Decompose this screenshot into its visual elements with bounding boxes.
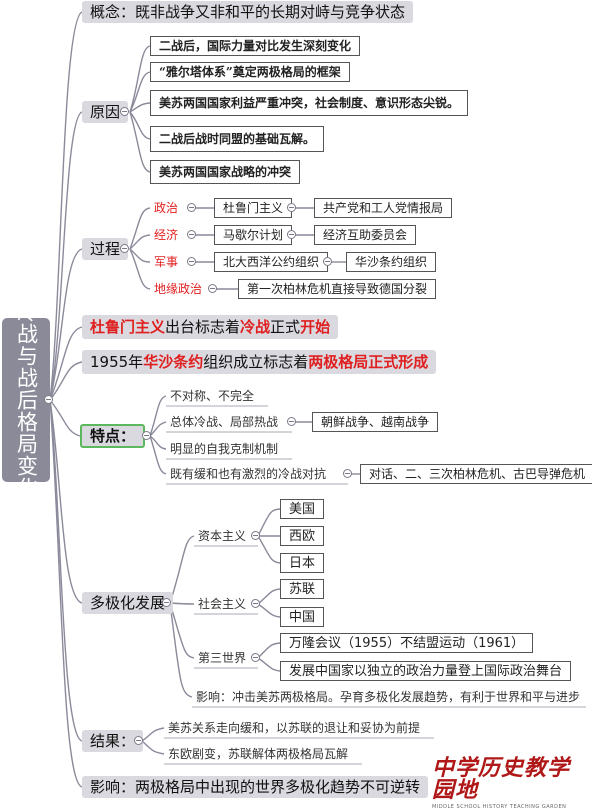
result-item[interactable]: 东欧剧变，苏联解体两极格局瓦解 [168, 747, 349, 761]
multipolar-impact[interactable]: 影响：冲击美苏两极格局。孕育多极化发展趋势，有利于世界和平与进步 [196, 690, 581, 704]
highlight-text: 两极格局正式形成 [308, 352, 429, 371]
third-world-item[interactable]: 发展中国家以独立的政治力量登上国际政治舞台 [280, 661, 572, 681]
feature-sub-item[interactable]: 朝鲜战争、越南战争 [312, 412, 439, 432]
process-item-nato[interactable]: 北大西洋公约组织 [214, 252, 329, 272]
multipolar-node[interactable]: 多极化发展 [82, 592, 174, 614]
cause-item[interactable]: 二战后战时同盟的基础瓦解。 [150, 126, 325, 152]
capitalism-label[interactable]: 资本主义 [198, 529, 247, 543]
process-item-berlin[interactable]: 第一次柏林危机直接导致德国分裂 [238, 279, 437, 299]
socialism-label[interactable]: 社会主义 [198, 597, 247, 611]
feature-sub-item[interactable]: 对话、二、三次柏林危机、古巴导弹危机 [360, 464, 592, 484]
highlight-text: 华沙条约 [143, 352, 204, 371]
process-category-military[interactable]: 军事 [154, 255, 179, 269]
feature-item[interactable]: 总体冷战、局部热战 [170, 415, 279, 429]
result-collapse-toggle[interactable] [134, 736, 143, 745]
collapse-toggle[interactable] [208, 284, 217, 293]
result-node[interactable]: 结果： [82, 730, 144, 752]
multipolar-collapse-toggle[interactable] [162, 598, 171, 607]
logo-subtitle: MIDDLE SCHOOL HISTORY TEACHING GARDEN [432, 804, 567, 810]
collapse-toggle[interactable] [187, 203, 196, 212]
third-world-label[interactable]: 第三世界 [198, 651, 247, 665]
text: 组织成立标志着 [203, 352, 309, 371]
features-node[interactable]: 特点： [80, 424, 146, 448]
text: 1955年 [90, 352, 144, 371]
process-item-comecon[interactable]: 经济互助委员会 [314, 225, 417, 245]
truman-doctrine-node[interactable]: 杜鲁门主义出台标志着冷战正式开始 [82, 315, 339, 339]
process-category-politics[interactable]: 政治 [154, 201, 179, 215]
result-item[interactable]: 美苏关系走向缓和，以苏联的退让和妥协为前提 [168, 721, 421, 735]
bloc-item-japan[interactable]: 日本 [280, 553, 325, 573]
root-topic[interactable]: 冷战与战后格局变化 [2, 301, 50, 499]
collapse-toggle[interactable] [287, 203, 296, 212]
text: 出台标志着 [165, 317, 241, 336]
concept-node[interactable]: 概念：既非战争又非和平的长期对峙与竞争状态 [82, 1, 414, 23]
causes-node[interactable]: 原因 [82, 101, 129, 123]
process-node[interactable]: 过程 [82, 238, 129, 260]
logo-title: 中学历史教学园地 [432, 755, 571, 803]
process-category-economy[interactable]: 经济 [154, 228, 179, 242]
bloc-item-western-europe[interactable]: 西欧 [280, 526, 325, 546]
cause-item[interactable]: 美苏两国国家战略的冲突 [150, 160, 301, 184]
site-logo: 中学历史教学园地 MIDDLE SCHOOL HISTORY TEACHING … [432, 755, 592, 810]
cause-item[interactable]: “雅尔塔体系”奠定两极格局的框架 [150, 62, 350, 82]
bloc-item-ussr[interactable]: 苏联 [280, 579, 325, 599]
process-category-geopolitics[interactable]: 地缘政治 [154, 282, 203, 296]
bloc-item-usa[interactable]: 美国 [280, 499, 325, 519]
highlight-text: 冷战 [240, 317, 271, 336]
root-collapse-toggle[interactable] [44, 395, 53, 404]
bloc-item-china[interactable]: 中国 [280, 607, 325, 627]
collapse-toggle[interactable] [187, 257, 196, 266]
third-world-item[interactable]: 万隆会议（1955）不结盟运动（1961） [280, 633, 534, 653]
collapse-toggle[interactable] [343, 469, 352, 478]
collapse-toggle[interactable] [287, 230, 296, 239]
collapse-toggle[interactable] [251, 599, 260, 608]
warsaw-pact-node[interactable]: 1955年华沙条约组织成立标志着两极格局正式形成 [82, 350, 437, 374]
feature-item[interactable]: 既有缓和也有激烈的冷战对抗 [170, 467, 327, 481]
highlight-text: 杜鲁门主义 [90, 317, 166, 336]
collapse-toggle[interactable] [251, 531, 260, 540]
cause-item[interactable]: 二战后，国际力量对比发生深刻变化 [150, 36, 361, 56]
process-item-warsaw[interactable]: 华沙条约组织 [346, 252, 437, 272]
influence-node[interactable]: 影响：两极格局中出现的世界多极化趋势不可逆转 [82, 776, 429, 798]
feature-item[interactable]: 明显的自我克制机制 [170, 442, 279, 456]
causes-collapse-toggle[interactable] [120, 107, 129, 116]
cause-item[interactable]: 美苏两国国家利益严重冲突，社会制度、意识形态尖锐。 [150, 90, 469, 116]
collapse-toggle[interactable] [251, 653, 260, 662]
process-item-truman[interactable]: 杜鲁门主义 [214, 198, 293, 218]
text: 正式 [270, 317, 301, 336]
highlight-text: 开始 [300, 317, 331, 336]
process-item-marshall[interactable]: 马歇尔计划 [214, 225, 293, 245]
features-collapse-toggle[interactable] [142, 431, 151, 440]
process-item-cominform[interactable]: 共产党和工人党情报局 [314, 198, 453, 218]
collapse-toggle[interactable] [323, 257, 332, 266]
collapse-toggle[interactable] [187, 230, 196, 239]
collapse-toggle[interactable] [287, 417, 296, 426]
feature-item[interactable]: 不对称、不完全 [170, 389, 255, 403]
process-collapse-toggle[interactable] [120, 244, 129, 253]
